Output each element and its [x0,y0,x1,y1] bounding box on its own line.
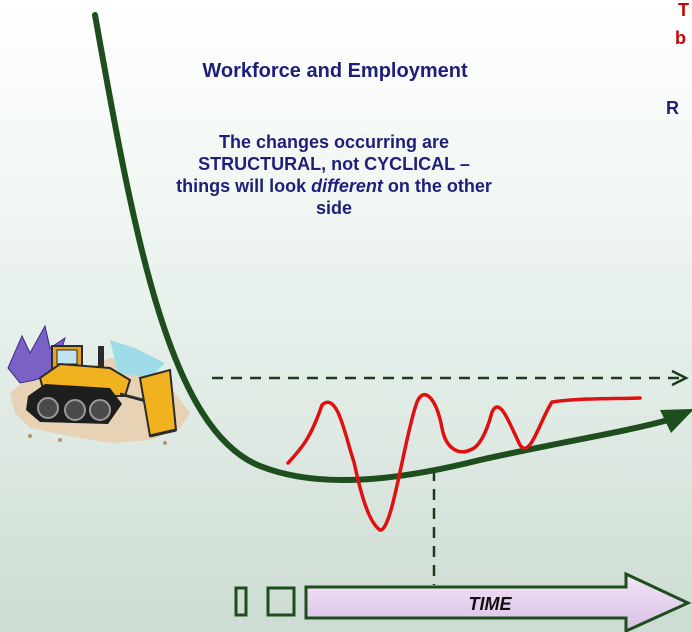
structural-curve [92,12,692,483]
subtitle-part-1: The changes occurring are STRUCTURAL, no… [176,132,470,196]
timeline-small-block-2 [266,586,296,617]
timeline-arrow [304,571,692,632]
timeline-label: TIME [469,594,513,614]
edge-text-fragment-3: R [666,98,679,118]
timeline: TIME [234,571,692,632]
slide-title: Workforce and Employment [202,60,468,82]
subtitle-part-2: on the other side [315,176,492,218]
timeline-small-block-1 [234,586,248,617]
slide-subtitle: The changes occurring are STRUCTURAL, no… [175,131,493,219]
baseline-dashed-line [212,369,689,387]
structural-curve-arrowhead [660,409,692,433]
cyclical-wave [286,393,642,532]
edge-text-fragment-2: b [675,28,686,48]
bulldozer-clipart [7,324,190,445]
subtitle-emphasis: different [311,176,383,196]
edge-text-fragment-1: T [678,0,689,20]
